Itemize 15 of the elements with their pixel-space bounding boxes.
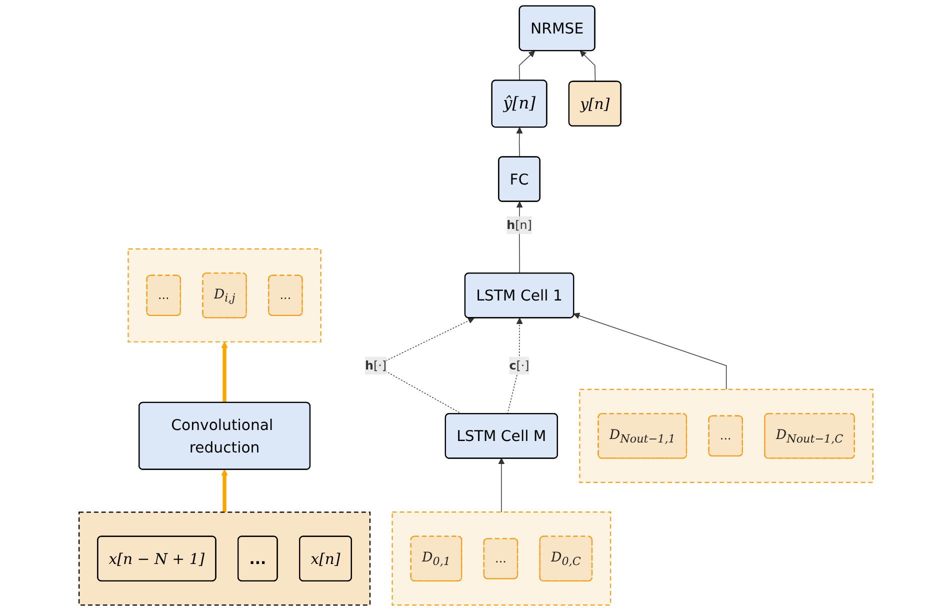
cluster	[579, 388, 874, 483]
cluster	[392, 512, 612, 606]
edge-label: h[n]	[506, 218, 532, 232]
cluster	[78, 512, 371, 606]
edge-label: h[·]	[365, 358, 387, 372]
arrow	[221, 342, 228, 402]
arrow	[516, 127, 523, 158]
arrow	[518, 50, 536, 81]
arrow	[498, 458, 505, 512]
edge-label: c[·]	[509, 358, 530, 372]
arrow	[507, 318, 523, 414]
arrow	[221, 469, 228, 512]
cluster	[128, 248, 322, 342]
arrow	[580, 50, 596, 82]
arrow	[573, 312, 727, 390]
